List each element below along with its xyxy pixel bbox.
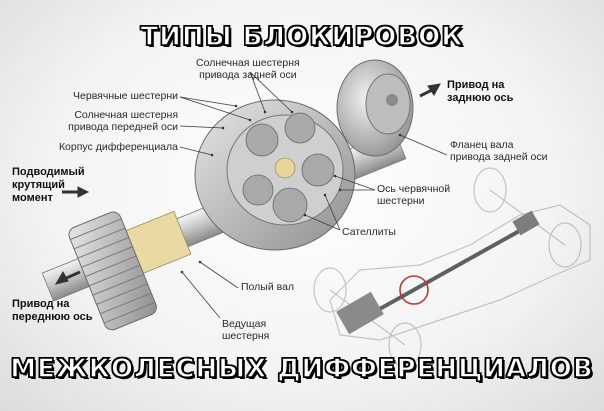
rear-flange bbox=[336, 59, 414, 157]
arrow-rear bbox=[419, 83, 441, 98]
title-bottom: МЕЖКОЛЕСНЫХ ДИФФЕРЕНЦИАЛОВ bbox=[10, 353, 594, 384]
label-satellites: Сателлиты bbox=[342, 226, 396, 238]
chassis-gearbox bbox=[336, 291, 384, 335]
title-top: ТИПЫ БЛОКИРОВОК bbox=[140, 21, 464, 52]
chassis-diff-box bbox=[512, 210, 540, 236]
chassis-sketch bbox=[313, 167, 591, 368]
arrow-front bbox=[54, 270, 81, 285]
label-diff-housing: Корпус дифференциала bbox=[58, 141, 178, 153]
propeller-shaft bbox=[359, 223, 531, 322]
arrow-input bbox=[62, 186, 90, 198]
drive-gear bbox=[68, 211, 157, 331]
label-worm-gears: Червячные шестерни bbox=[73, 90, 178, 102]
leader-lines bbox=[179, 71, 448, 319]
label-hollow-shaft: Полый вал bbox=[241, 281, 295, 293]
highlight-circle bbox=[399, 275, 429, 305]
differential-housing bbox=[194, 99, 356, 251]
